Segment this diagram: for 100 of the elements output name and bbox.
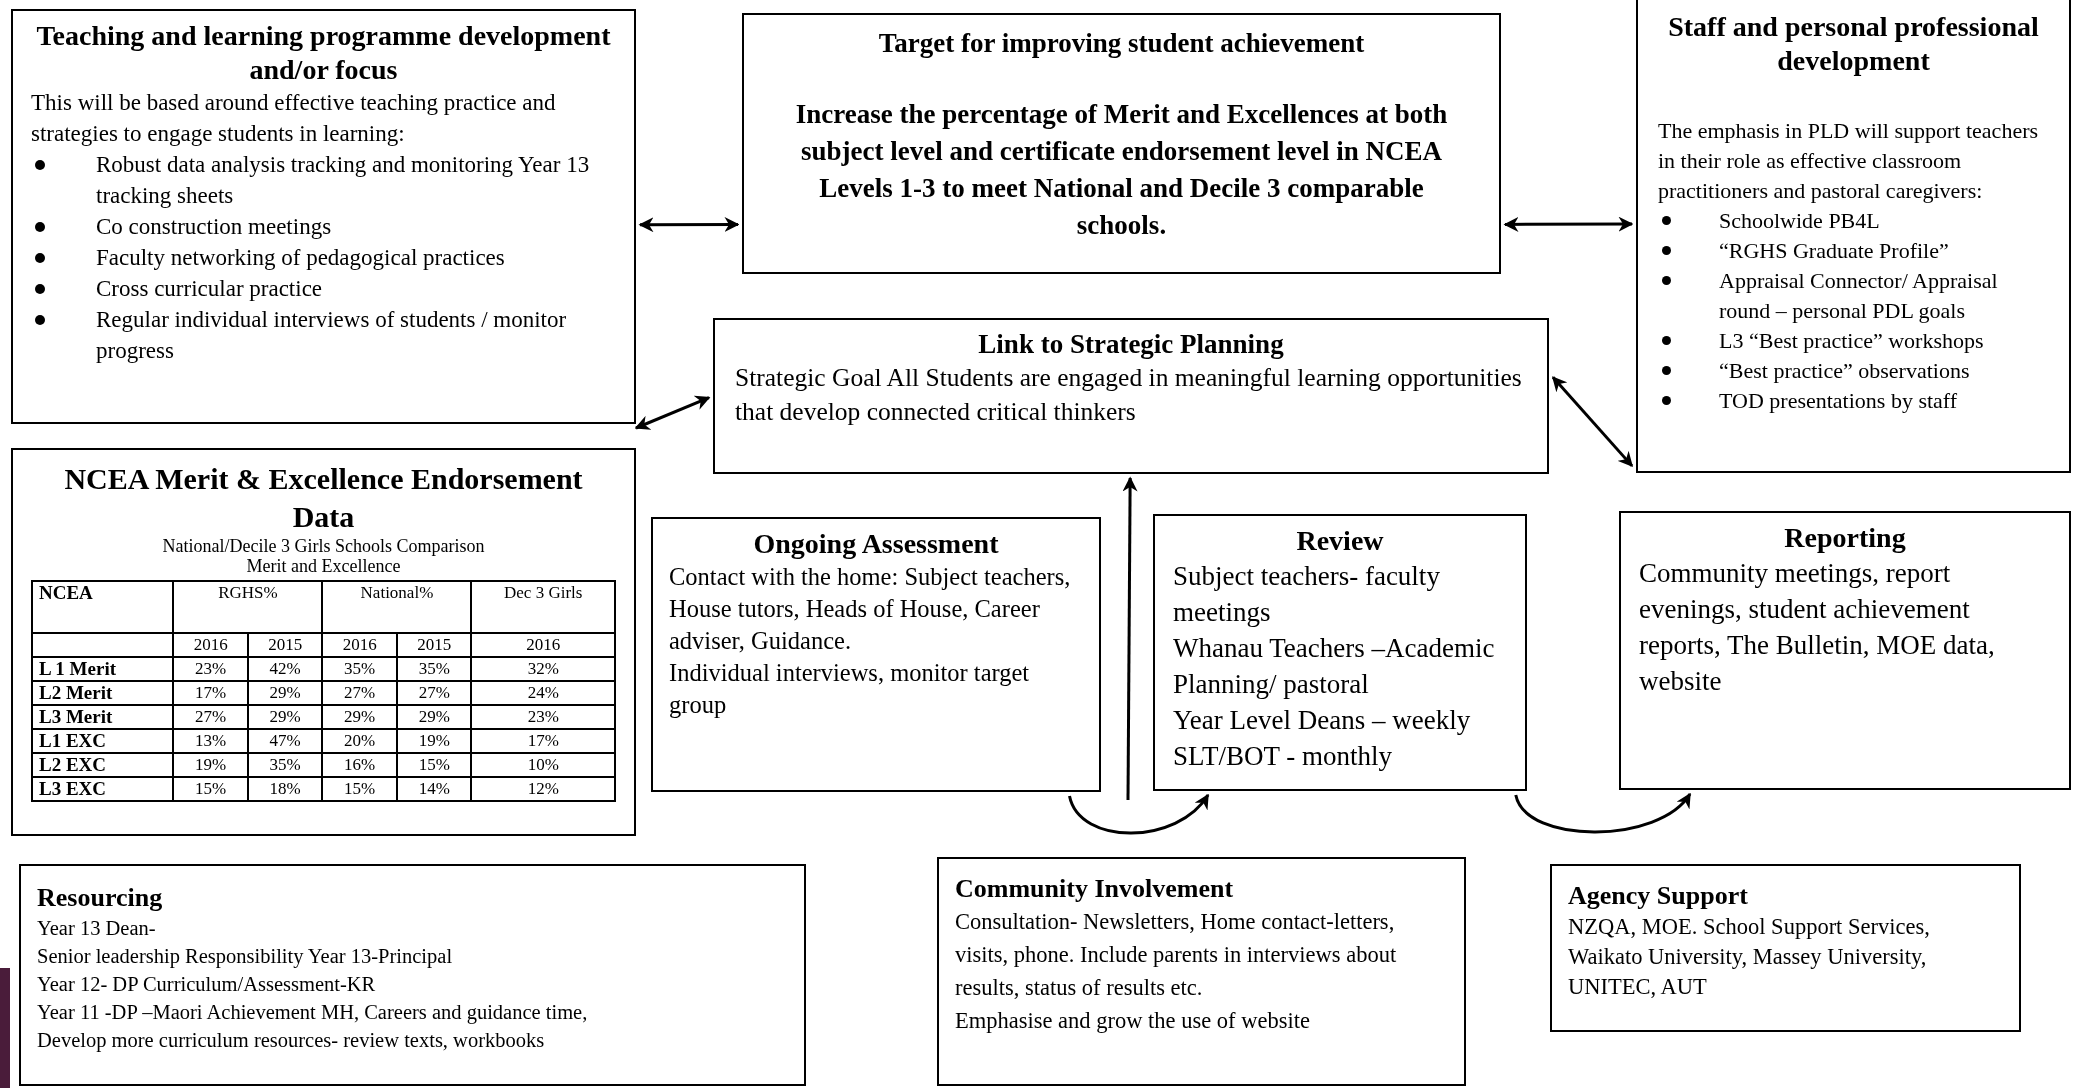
table-cell: L 1 Merit bbox=[32, 657, 174, 681]
table-cell: National% bbox=[322, 581, 472, 633]
table-cell: 29% bbox=[247, 681, 323, 705]
body-text: Subject teachers- faculty meetings bbox=[1173, 560, 1441, 629]
heading: Review bbox=[1295, 524, 1385, 558]
list-item: Robust data analysis tracking and monitoring Year 13 tracking sheets bbox=[96, 151, 591, 210]
list-item: Faculty networking of pedagogical practices bbox=[96, 244, 505, 272]
text-box bbox=[937, 857, 1466, 1086]
heading: Reporting bbox=[1783, 521, 1907, 555]
text-box bbox=[1619, 511, 2071, 790]
table-cell: 16% bbox=[322, 753, 397, 777]
table-cell: 35% bbox=[247, 753, 323, 777]
table-cell: 24% bbox=[471, 681, 615, 705]
list-item: Co construction meetings bbox=[96, 213, 332, 241]
table-box bbox=[11, 448, 636, 836]
table-cell: 15% bbox=[322, 777, 397, 801]
list-item: Schoolwide PB4L bbox=[1719, 207, 1880, 235]
body-text: Whanau Teachers –Academic Planning/ pastoral bbox=[1173, 632, 1496, 701]
text-box bbox=[1550, 864, 2021, 1032]
table-cell: 2016 bbox=[471, 633, 615, 657]
text-box bbox=[11, 9, 636, 424]
heading: NCEA Merit & Excellence Endorsement Data bbox=[63, 461, 584, 535]
table-cell: 14% bbox=[396, 777, 472, 801]
body-text: Senior leadership Responsibility Year 13-Principal bbox=[37, 944, 454, 970]
body-text: Emphasise and grow the use of website bbox=[955, 1007, 1311, 1035]
table-cell: NCEA bbox=[32, 581, 174, 633]
table-cell: 15% bbox=[173, 777, 248, 801]
table-cell: L1 EXC bbox=[32, 729, 174, 753]
table-cell: 27% bbox=[322, 681, 397, 705]
table-cell: 29% bbox=[247, 705, 323, 729]
table-cell: 17% bbox=[173, 681, 248, 705]
body-text: Year 13 Dean- bbox=[37, 916, 157, 941]
heading: Teaching and learning programme development and/or focus bbox=[35, 19, 612, 87]
body-text: Year 11 -DP –Maori Achievement MH, Careers and guidance time, bbox=[37, 1000, 589, 1026]
curved-arrow bbox=[1514, 792, 1692, 834]
table-cell: 2015 bbox=[396, 633, 472, 657]
table-cell: 17% bbox=[471, 729, 615, 753]
table-cell: 27% bbox=[396, 681, 472, 705]
heading: Community Involvement bbox=[955, 873, 1235, 905]
list-item: Appraisal Connector/ Appraisal round – personal PDL goals bbox=[1719, 267, 1999, 325]
text-box bbox=[651, 517, 1101, 792]
heading: Staff and personal professional development bbox=[1667, 10, 2040, 78]
table-cell: 20% bbox=[322, 729, 397, 753]
text-box bbox=[1153, 514, 1527, 791]
text-box bbox=[19, 864, 806, 1086]
table-cell: 29% bbox=[322, 705, 397, 729]
heading: Link to Strategic Planning bbox=[977, 328, 1285, 361]
heading: Agency Support bbox=[1568, 880, 1749, 912]
table-cell: 32% bbox=[471, 657, 615, 681]
body-text: Contact with the home: Subject teachers, House tutors, Heads of House, Career adviser, Guidance. bbox=[669, 562, 1072, 656]
body-text: National/Decile 3 Girls Schools Comparison bbox=[161, 536, 486, 556]
body-text: Develop more curriculum resources- review texts, workbooks bbox=[37, 1028, 546, 1054]
heading: Resourcing bbox=[37, 882, 164, 914]
table-cell: 15% bbox=[396, 753, 472, 777]
table-cell: 12% bbox=[471, 777, 615, 801]
text-box bbox=[713, 318, 1549, 474]
table-cell: 19% bbox=[396, 729, 472, 753]
table-cell: 10% bbox=[471, 753, 615, 777]
double-arrow bbox=[634, 395, 711, 430]
double-arrow bbox=[1503, 216, 1634, 232]
table-cell: L2 EXC bbox=[32, 753, 174, 777]
body-text: Increase the percentage of Merit and Excellences at both subject level and certificate endorsement level in NCEA Levels 1-3 to meet National and Decile 3 comparable schools. bbox=[794, 98, 1449, 242]
curved-arrow bbox=[1068, 793, 1210, 835]
list-item: Cross curricular practice bbox=[96, 275, 323, 303]
text-box bbox=[742, 13, 1501, 274]
double-arrow bbox=[638, 216, 740, 233]
table-cell: L2 Merit bbox=[32, 681, 174, 705]
table-cell: 2016 bbox=[322, 633, 397, 657]
heading: Target for improving student achievement bbox=[877, 27, 1366, 60]
table-cell: 13% bbox=[173, 729, 248, 753]
body-text: Year Level Deans – weekly bbox=[1173, 704, 1472, 737]
list-item: “RGHS Graduate Profile” bbox=[1719, 237, 1949, 265]
table-cell: L3 EXC bbox=[32, 777, 174, 801]
body-text: Year 12- DP Curriculum/Assessment-KR bbox=[37, 972, 377, 997]
table-cell: RGHS% bbox=[173, 581, 323, 633]
list-item: TOD presentations by staff bbox=[1719, 387, 1958, 415]
list-item: “Best practice” observations bbox=[1719, 357, 1970, 385]
table-cell: 2016 bbox=[173, 633, 248, 657]
heading: Ongoing Assessment bbox=[752, 527, 1000, 561]
table-cell: 35% bbox=[396, 657, 472, 681]
body-text: Community meetings, report evenings, student achievement reports, The Bulletin, MOE data, website bbox=[1639, 557, 1996, 698]
body-text: This will be based around effective teaching practice and strategies to engage students in learning: bbox=[31, 89, 557, 148]
table-cell: 2015 bbox=[247, 633, 323, 657]
table-cell: 19% bbox=[173, 753, 248, 777]
body-text: SLT/BOT - monthly bbox=[1173, 740, 1394, 773]
list-item: L3 “Best practice” workshops bbox=[1719, 327, 1984, 355]
table-cell: 23% bbox=[471, 705, 615, 729]
table-cell: Dec 3 Girls bbox=[471, 581, 615, 633]
list-item: Regular individual interviews of students / monitor progress bbox=[96, 306, 568, 365]
table-cell: 27% bbox=[173, 705, 248, 729]
table-cell: 47% bbox=[247, 729, 323, 753]
body-text: Individual interviews, monitor target group bbox=[669, 658, 1031, 720]
body-text: Strategic Goal All Students are engaged in meaningful learning opportunities that develop connected critical thinkers bbox=[735, 362, 1523, 428]
table-cell: 42% bbox=[247, 657, 323, 681]
body-text: NZQA, MOE. School Support Services, Waikato University, Massey University, UNITEC, AUT bbox=[1568, 913, 1931, 1001]
body-text: The emphasis in PLD will support teachers in their role as effective classroom practitioners and pastoral caregivers: bbox=[1658, 117, 2040, 205]
table-cell: L3 Merit bbox=[32, 705, 174, 729]
body-text: Consultation- Newsletters, Home contact-letters, visits, phone. Include parents in interviews about results, status of results etc. bbox=[955, 908, 1398, 1002]
double-arrow bbox=[1551, 376, 1634, 467]
table-cell: 35% bbox=[322, 657, 397, 681]
